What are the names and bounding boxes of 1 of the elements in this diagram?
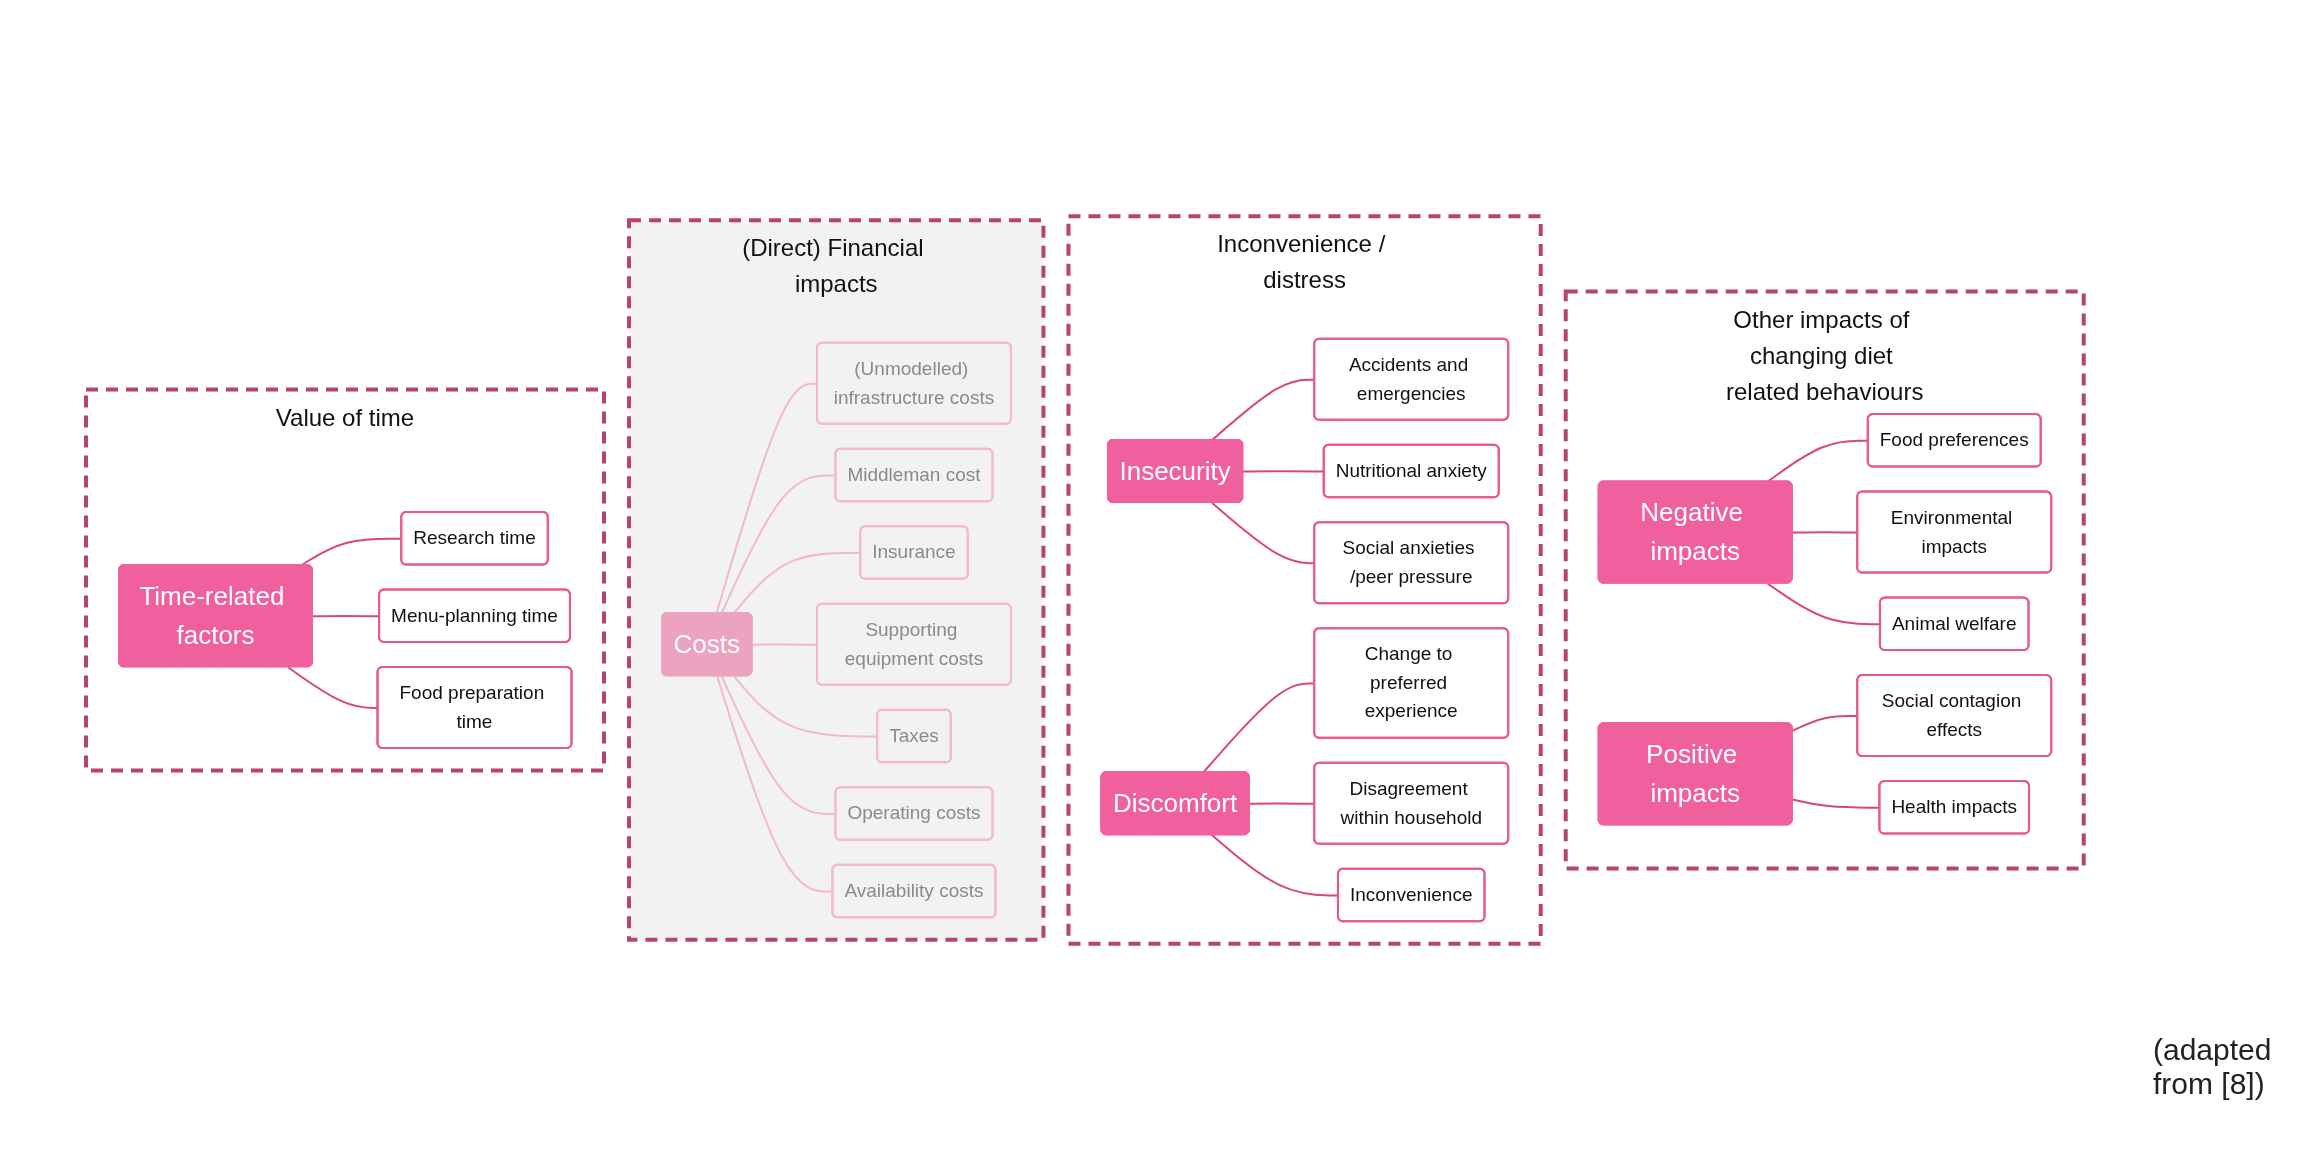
source-note: (adapted from [8])	[2153, 1033, 2273, 1101]
